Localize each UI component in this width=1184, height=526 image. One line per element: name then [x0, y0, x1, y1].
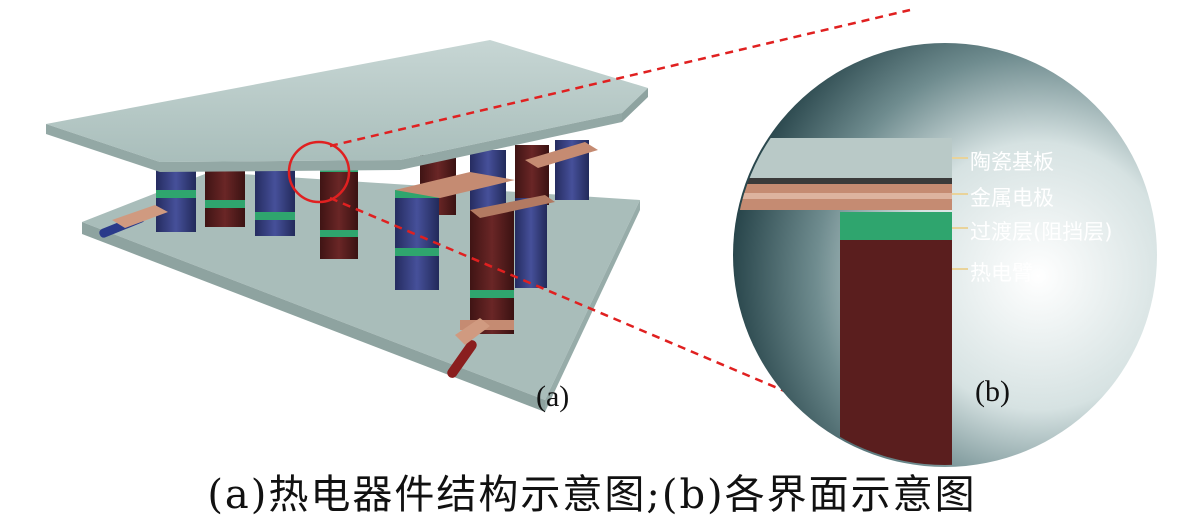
- label-thermoelectric-leg: 热电臂: [970, 261, 1033, 285]
- top-ceramic-substrate: [46, 40, 648, 162]
- top-substrate-edge: [46, 113, 622, 172]
- leg-row-front: [320, 172, 547, 334]
- panel-label-b: (b): [975, 375, 1010, 408]
- zoom-line-bottom: [329, 196, 849, 420]
- zoom-line-top: [329, 8, 911, 148]
- label-metal-electrode: 金属电极: [970, 186, 1054, 210]
- bottom-substrate-edge: [82, 222, 545, 412]
- thermoelectric-device: [46, 40, 648, 412]
- lead-tab-negative: [112, 205, 168, 228]
- zoom-ceramic-layer: [735, 138, 952, 178]
- bottom-substrate-side: [545, 200, 640, 412]
- zoom-marker-circle: [287, 140, 351, 204]
- interface-zoom: [733, 43, 1157, 467]
- figure-caption: (a)热电器件结构示意图;(b)各界面示意图: [207, 472, 977, 518]
- zoom-thermoelectric-leg: [840, 240, 952, 465]
- zoom-barrier-layer: [840, 212, 952, 240]
- top-substrate-side: [622, 88, 648, 122]
- label-transition-layer: 过渡层(阻挡层): [970, 220, 1113, 244]
- label-ceramic-substrate: 陶瓷基板: [970, 150, 1054, 174]
- lead-tab-positive: [455, 318, 490, 345]
- panel-label-a: (a): [536, 380, 570, 413]
- callout-arrows: [952, 157, 968, 270]
- lead-wires: [99, 205, 490, 378]
